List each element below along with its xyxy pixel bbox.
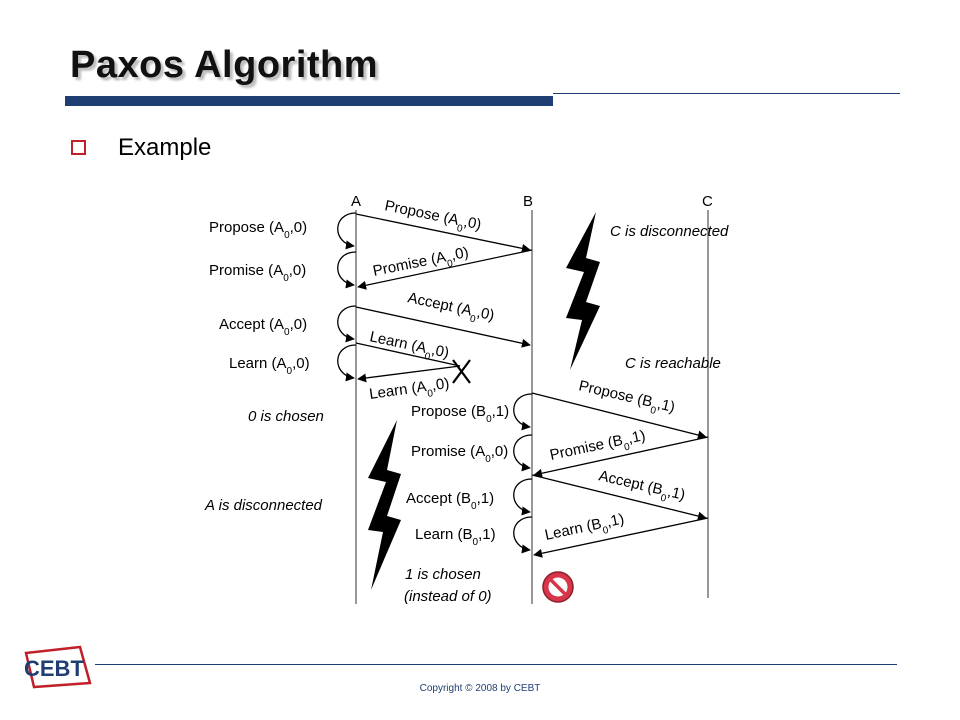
msg-learn-ab: Learn (A0,0) xyxy=(367,328,450,366)
arrow-promise-cb xyxy=(533,436,709,478)
slide-title: Paxos Algorithm xyxy=(70,44,379,86)
self-loop-promise-a xyxy=(337,251,357,289)
msg-propose-ab: Propose (A0,0) xyxy=(382,197,482,238)
node-label-c: C xyxy=(702,193,713,210)
label-promise-a-at-b: Promise (A0,0) xyxy=(411,443,508,465)
label-a-disconnected: A is disconnected xyxy=(204,497,323,514)
label-instead-of-zero: (instead of 0) xyxy=(404,588,492,605)
label-propose-a: Propose (A0,0) xyxy=(209,219,307,241)
label-learn-a: Learn (A0,0) xyxy=(229,355,310,377)
self-loop-accept-b xyxy=(513,478,533,516)
cebt-logo: CEBT xyxy=(22,643,94,696)
square-bullet-icon xyxy=(71,140,86,155)
copyright-text: Copyright © 2008 by CEBT xyxy=(419,683,541,694)
arrow-promise-ba xyxy=(357,249,533,290)
self-loop-learn-a xyxy=(337,344,357,382)
arrow-propose-ab xyxy=(355,213,531,253)
label-zero-chosen: 0 is chosen xyxy=(248,408,324,425)
arrow-accept-ab xyxy=(355,306,531,348)
label-propose-b: Propose (B0,1) xyxy=(411,403,509,425)
msg-learn-cb: Learn (B0,1) xyxy=(543,511,626,549)
logo-text: CEBT xyxy=(24,656,84,681)
label-c-disconnected: C is disconnected xyxy=(610,223,729,240)
msg-promise-cb: Promise (B0,1) xyxy=(548,427,648,468)
label-accept-b: Accept (B0,1) xyxy=(406,490,494,512)
label-c-reachable: C is reachable xyxy=(625,355,721,372)
self-loop-accept-a xyxy=(337,305,357,343)
msg-propose-bc: Propose (B0,1) xyxy=(576,377,676,420)
bullet-text: Example xyxy=(118,134,212,161)
lightning-bolt-icon-c xyxy=(566,212,600,370)
self-loop-propose-b xyxy=(513,393,533,431)
failed-message-x-icon xyxy=(452,359,471,384)
node-label-b: B xyxy=(523,193,533,210)
title-underline-thin xyxy=(553,93,900,94)
footer-divider xyxy=(95,664,897,665)
self-loop-learn-b xyxy=(513,516,533,554)
title-underline-bar xyxy=(65,96,553,106)
label-accept-a: Accept (A0,0) xyxy=(219,316,307,338)
msg-promise-ba: Promise (A0,0) xyxy=(371,244,471,284)
arrow-propose-bc xyxy=(531,392,707,440)
self-loop-propose-a xyxy=(337,212,357,250)
msg-accept-ab: Accept (A0,0) xyxy=(405,289,496,328)
arrow-accept-bc xyxy=(531,474,707,521)
arrow-learn-cb xyxy=(533,517,709,558)
label-promise-a: Promise (A0,0) xyxy=(209,262,306,284)
node-label-a: A xyxy=(351,193,361,210)
arrow-learn-ab xyxy=(355,342,461,367)
self-loop-promise-b xyxy=(513,434,533,472)
arrow-learn-ba xyxy=(357,365,461,383)
label-one-chosen: 1 is chosen xyxy=(405,566,481,583)
lightning-bolt-icon-a xyxy=(368,420,401,590)
no-entry-icon xyxy=(542,571,574,603)
label-learn-b: Learn (B0,1) xyxy=(415,526,496,548)
